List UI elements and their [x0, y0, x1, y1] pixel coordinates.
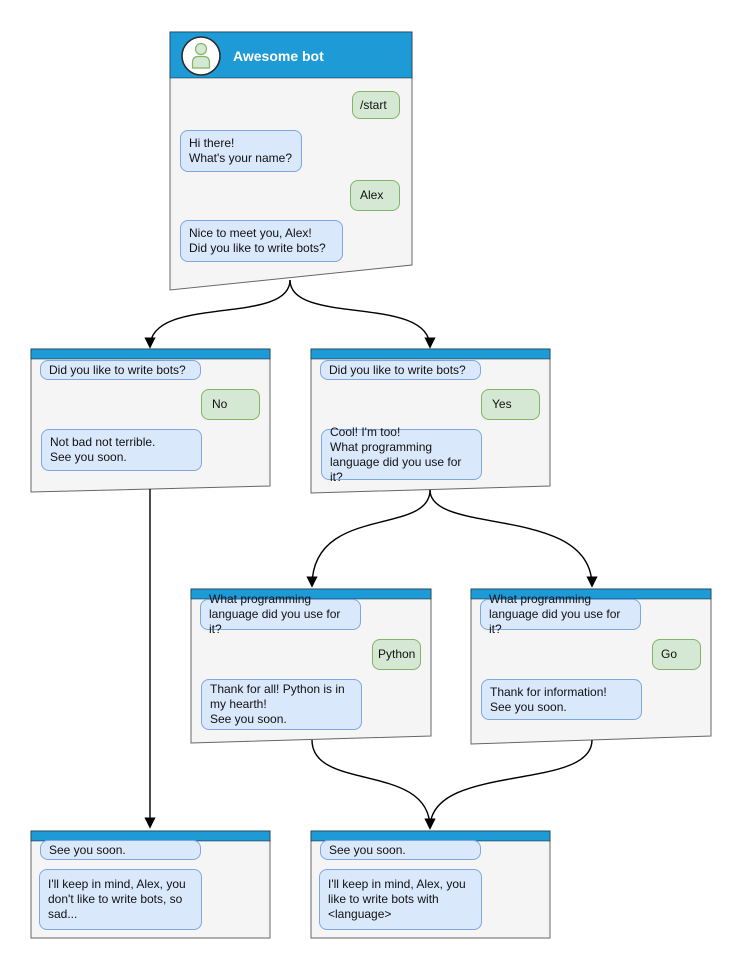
edge-start-to-no — [144, 279, 291, 349]
bot-avatar-icon — [181, 36, 221, 76]
user-message-bubble: Alex — [350, 180, 400, 211]
context-message-bubble: See you soon. — [40, 840, 201, 860]
context-message-bubble: What programming language did you use fo… — [480, 592, 641, 636]
context-message-bubble: Did you like to write bots? — [40, 360, 201, 380]
edge-python-to-end-yes — [311, 739, 436, 830]
user-message-bubble: Go — [652, 639, 701, 670]
user-message-bubble: Yes — [481, 389, 540, 420]
user-message-bubble: Python — [372, 639, 421, 670]
bot-message-bubble: Thank for all! Python is in my hearth! S… — [201, 679, 362, 730]
window-branch-no-header — [30, 348, 271, 360]
user-message-bubble: /start — [352, 91, 400, 119]
bot-message-bubble: Hi there! What's your name? — [180, 130, 302, 172]
edge-yes-to-python — [306, 489, 431, 588]
window-branch-yes-header — [310, 348, 551, 360]
context-message-bubble: See you soon. — [320, 840, 481, 860]
bot-message-bubble: Nice to meet you, Alex! Did you like to … — [180, 220, 343, 262]
bot-message-bubble: Thank for information! See you soon. — [481, 679, 642, 720]
edge-go-to-end-yes — [424, 739, 593, 830]
edge-yes-to-go — [429, 489, 598, 588]
user-message-bubble: No — [201, 389, 260, 420]
bot-message-bubble: Not bad not terrible. See you soon. — [41, 429, 202, 471]
context-message-bubble: Did you like to write bots? — [320, 360, 481, 380]
bot-message-bubble: I'll keep in mind, Alex, you like to wri… — [319, 869, 482, 930]
bot-message-bubble: Cool! I'm too! What programming language… — [321, 425, 482, 484]
edge-start-to-yes — [289, 279, 436, 349]
bot-message-bubble: I'll keep in mind, Alex, you don't like … — [39, 869, 202, 930]
context-message-bubble: What programming language did you use fo… — [200, 592, 361, 636]
window-title: Awesome bot — [233, 48, 324, 64]
